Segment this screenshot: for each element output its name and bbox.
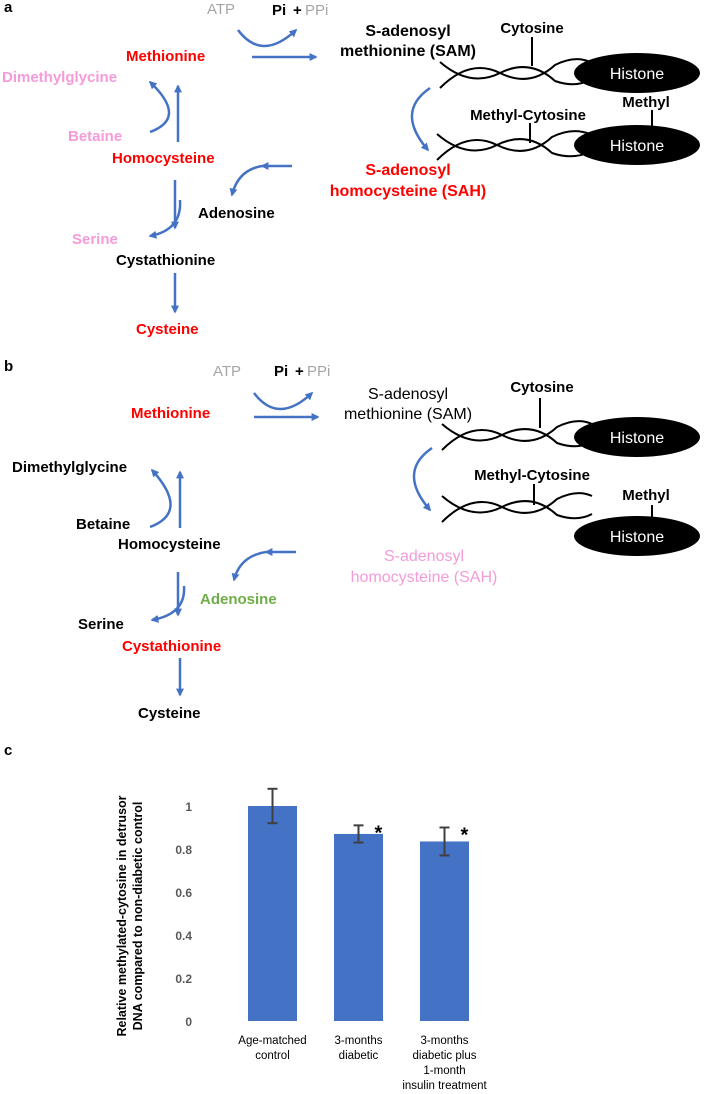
dna-histone-diagram-b (441, 398, 700, 556)
ppi-label: PPi (305, 2, 328, 19)
cytosine-label: Cytosine (500, 20, 563, 37)
sam-label-line1: S-adenosyl (365, 23, 450, 40)
methyl-label: Methyl (622, 94, 670, 111)
pathway-arrows-b (149, 391, 433, 697)
x-category-label: 3-months (335, 1035, 383, 1047)
bar (248, 806, 297, 1021)
serine-arrow (148, 199, 182, 239)
sam-label-line2: methionine (SAM) (340, 43, 476, 60)
atp-label: ATP (207, 1, 235, 18)
sah-label-line2-b: homocysteine (SAH) (351, 569, 498, 586)
significance-marker: * (461, 825, 469, 847)
histone-top-label: Histone (610, 66, 664, 83)
y-tick-label: 0.2 (175, 972, 192, 986)
panel-b-label: b (4, 358, 13, 375)
panel-c: c Relative methylated-cytosine in detrus… (4, 742, 487, 1092)
homocysteine-label: Homocysteine (112, 150, 215, 167)
homocysteine-label-b: Homocysteine (118, 536, 221, 553)
x-category-label: control (255, 1050, 290, 1062)
cytosine-label-b: Cytosine (510, 379, 573, 396)
betaine-label: Betaine (68, 128, 122, 145)
y-tick-label: 0.4 (175, 929, 192, 943)
methyl-cytosine-label-b: Methyl-Cytosine (474, 467, 590, 484)
histone-top-shape-b (574, 417, 700, 457)
panel-b: b ATP Pi + PPi S-adenosyl methionine (SA… (4, 358, 700, 722)
sam-to-sah-arrow (410, 86, 431, 152)
panel-a: a ATP Pi + PPi S-adenosyl methionine (SA… (2, 0, 700, 338)
y-tick-label: 1 (185, 800, 192, 814)
serine-label-b: Serine (78, 616, 124, 633)
y-tick-label: 0 (185, 1015, 192, 1029)
histone-bottom-label: Histone (610, 138, 664, 155)
methyl-label-b: Methyl (622, 487, 670, 504)
sam-label-line1-b: S-adenosyl (368, 386, 448, 403)
pi-label-b: Pi (274, 363, 288, 380)
x-category-label: insulin treatment (402, 1080, 487, 1092)
ppi-label-b: PPi (307, 363, 330, 380)
atp-label-b: ATP (213, 363, 241, 380)
atp-to-pi-arrow (237, 28, 298, 48)
x-category-label: 3-months (421, 1035, 469, 1047)
sam-label-line2-b: methionine (SAM) (344, 406, 472, 423)
sam-to-sah-arrow-b (412, 446, 433, 512)
panel-a-label: a (4, 0, 13, 16)
chart-ylabel-line1: Relative methylated-cytosine in detrusor (115, 795, 129, 1036)
to-adenosine-arrow (229, 164, 263, 197)
histone-bottom-shape-b (574, 516, 700, 556)
cystathionine-label: Cystathionine (116, 252, 215, 269)
sah-label-line2: homocysteine (SAH) (330, 183, 486, 200)
x-category-label: Age-matched (238, 1035, 306, 1047)
methionine-label: Methionine (126, 48, 205, 65)
chart-ylabel: Relative methylated-cytosine in detrusor… (115, 795, 145, 1036)
y-tick-label: 0.6 (175, 886, 192, 900)
x-category-label: diabetic plus (413, 1050, 477, 1062)
methyl-cytosine-label: Methyl-Cytosine (470, 107, 586, 124)
x-category-label: diabetic (339, 1050, 379, 1062)
dna-histone-diagram-a (436, 37, 700, 165)
y-tick-label: 0.8 (175, 843, 192, 857)
pathway-arrows-a (148, 28, 431, 314)
betaine-to-dimethylglycine-arrow (148, 80, 171, 134)
dimethylglycine-label: Dimethylglycine (2, 69, 117, 86)
x-category-label: 1-month (423, 1065, 465, 1077)
cystathionine-label-b: Cystathionine (122, 638, 221, 655)
significance-marker: * (375, 822, 383, 844)
betaine-to-dimethylglycine-arrow-b (149, 468, 172, 529)
cysteine-label: Cysteine (136, 321, 199, 338)
atp-to-pi-arrow-b (253, 391, 314, 411)
serine-label: Serine (72, 231, 118, 248)
methionine-label-b: Methionine (131, 405, 210, 422)
pi-label: Pi (272, 2, 286, 19)
plus-label: + (293, 2, 302, 19)
cysteine-label-b: Cysteine (138, 705, 201, 722)
betaine-label-b: Betaine (76, 516, 130, 533)
dimethylglycine-label-b: Dimethylglycine (12, 459, 127, 476)
panel-c-label: c (4, 742, 12, 759)
serine-arrow-b (150, 585, 186, 623)
bar (420, 841, 469, 1021)
adenosine-label: Adenosine (198, 205, 275, 222)
plus-label-b: + (295, 363, 304, 380)
sah-label-line1-b: S-adenosyl (384, 548, 464, 565)
bar (334, 833, 383, 1021)
histone-bottom-label-b: Histone (610, 529, 664, 546)
chart-ylabel-line2: DNA compared to non-diabetic control (131, 802, 145, 1031)
histone-top-shape (574, 53, 700, 93)
adenosine-label-b: Adenosine (200, 591, 277, 608)
histone-top-label-b: Histone (610, 430, 664, 447)
to-adenosine-arrow-b (231, 550, 267, 582)
histone-bottom-shape (574, 125, 700, 165)
sah-label-line1: S-adenosyl (365, 162, 450, 179)
